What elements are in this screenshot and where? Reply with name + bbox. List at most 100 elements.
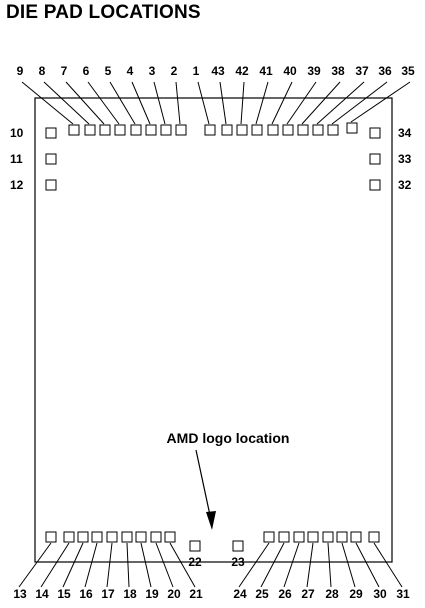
leader-line-42 [240,81,245,125]
die-pad-13 [45,531,57,543]
pad-label-20: 20 [167,587,181,601]
leader-line-15 [62,542,84,588]
leader-line-43 [219,81,227,125]
die-pad-41 [251,124,263,136]
die-pad-27 [307,531,319,543]
pad-label-17: 17 [101,587,115,601]
leader-line-30 [355,542,380,588]
die-pad-18 [121,531,133,543]
pad-label-41: 41 [259,64,273,78]
die-pad-11 [45,153,57,165]
pad-label-31: 31 [396,587,410,601]
die-pad-6 [114,124,126,136]
die-pad-14 [63,531,75,543]
die-pad-4 [145,124,157,136]
die-pad-5 [130,124,142,136]
pad-label-39: 39 [307,64,321,78]
pad-label-32: 32 [398,178,412,192]
die-pad-36 [327,124,339,136]
leader-line-8 [43,81,90,125]
die-pad-43 [221,124,233,136]
die-pad-8 [84,124,96,136]
leader-line-20 [155,542,174,588]
die-pad-25 [278,531,290,543]
pad-label-8: 8 [39,64,46,78]
pad-label-28: 28 [325,587,339,601]
logo-annotation: AMD logo location [167,430,290,446]
die-pad-7 [99,124,111,136]
leader-line-41 [255,81,269,125]
pad-label-6: 6 [83,64,90,78]
die-pad-42 [236,124,248,136]
leader-line-29 [341,542,356,588]
pad-label-4: 4 [127,64,134,78]
pad-label-33: 33 [398,152,412,166]
pad-label-11: 11 [10,152,23,166]
pad-label-23: 23 [231,555,245,569]
pad-label-38: 38 [331,64,345,78]
leader-line-17 [106,542,113,588]
die-pad-12 [45,179,57,191]
leader-line-4 [131,81,151,125]
leader-line-38 [301,81,341,125]
die-pad-1 [204,124,216,136]
pad-label-10: 10 [10,126,24,140]
die-pad-35 [346,122,358,134]
die-pad-23 [232,540,244,552]
leader-line-26 [283,542,300,588]
pad-label-21: 21 [189,587,203,601]
die-pad-20 [150,531,162,543]
pad-label-7: 7 [61,64,68,78]
page-title: DIE PAD LOCATIONS [6,2,201,23]
leader-line-9 [21,81,74,125]
leader-line-13 [18,542,52,588]
logo-arrow-head [206,511,216,530]
pad-label-9: 9 [17,64,24,78]
pad-label-27: 27 [301,587,315,601]
leader-line-6 [87,81,120,125]
leader-line-37 [316,81,365,125]
die-pad-22 [189,540,201,552]
die-pad-29 [336,531,348,543]
leader-line-7 [65,81,105,125]
die-pad-9 [68,124,80,136]
pad-label-19: 19 [145,587,159,601]
pad-label-37: 37 [355,64,369,78]
leader-line-5 [109,81,136,125]
die-pad-33 [369,153,381,165]
die-pad-3 [160,124,172,136]
leader-line-2 [175,81,181,125]
leader-line-27 [306,542,314,588]
pad-label-26: 26 [278,587,292,601]
leader-line-39 [286,81,317,125]
pad-label-25: 25 [255,587,269,601]
leader-line-14 [40,542,70,588]
die-pad-21 [164,531,176,543]
leader-line-18 [126,542,130,588]
leader-line-35 [350,81,411,123]
pad-label-36: 36 [378,64,392,78]
die-pad-28 [322,531,334,543]
pad-label-14: 14 [35,587,49,601]
die-pad-15 [77,531,89,543]
pad-label-29: 29 [349,587,363,601]
pad-label-18: 18 [123,587,137,601]
pad-label-5: 5 [105,64,112,78]
die-pad-10 [45,127,57,139]
pad-label-3: 3 [149,64,156,78]
die-pad-24 [263,531,275,543]
die-pad-2 [175,124,187,136]
die-pad-30 [350,531,362,543]
die-pad-37 [312,124,324,136]
die-outline [34,97,393,563]
leader-line-1 [197,81,210,125]
die-pad-34 [369,127,381,139]
leader-line-28 [327,542,332,588]
die-pad-40 [267,124,279,136]
pad-label-12: 12 [10,178,24,192]
leader-line-21 [169,542,196,588]
die-pad-16 [91,531,103,543]
pad-label-16: 16 [79,587,93,601]
leader-line-25 [260,542,285,588]
